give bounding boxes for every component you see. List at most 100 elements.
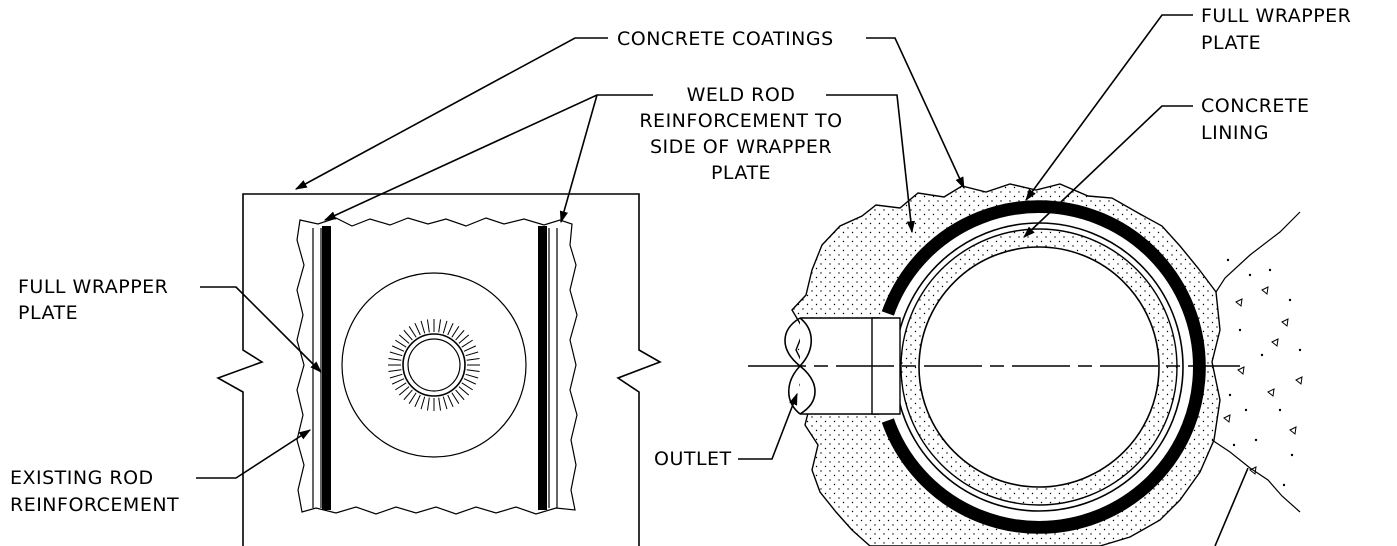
aggregate-dot — [1298, 348, 1302, 352]
label-weld-rod-3: SIDE OF WRAPPER — [650, 136, 832, 158]
patch-outline — [296, 217, 578, 515]
label-concrete-lining-1: CONCRETE — [1201, 95, 1310, 117]
weld-tick — [451, 392, 460, 404]
weld-tick — [463, 345, 477, 352]
aggregate-dot — [1260, 353, 1264, 357]
weld-tick — [391, 378, 405, 385]
aggregate-dot — [1290, 453, 1294, 457]
label-outlet: OUTLET — [654, 448, 732, 470]
leader-weld-rod-mid — [559, 94, 598, 224]
weld-tick — [395, 382, 407, 391]
leader-existing-rod — [196, 429, 312, 479]
label-weld-rod-4: PLATE — [711, 162, 771, 184]
weld-tick — [403, 329, 413, 341]
weld-tick — [455, 329, 465, 341]
weld-tick — [395, 339, 407, 348]
aggregate-dot — [1288, 298, 1292, 302]
weld-tick — [458, 386, 470, 396]
weld-tick — [465, 351, 479, 357]
weld-tick — [398, 386, 410, 396]
weld-tick — [442, 396, 448, 410]
aggregate-symbols — [1223, 258, 1303, 487]
aggregate-dot — [1282, 483, 1286, 487]
aggregate-dot — [1278, 408, 1282, 412]
weld-tick — [466, 369, 480, 373]
weld-tick — [461, 382, 473, 391]
existing-concrete-lower — [1211, 439, 1301, 513]
weld-tick — [408, 326, 417, 338]
label-existing-rod-1: EXISTING ROD — [10, 467, 154, 489]
aggregate-triangle — [1289, 426, 1297, 435]
weld-tick — [455, 389, 465, 401]
weld-tick — [398, 334, 410, 344]
weld-tick — [414, 322, 421, 336]
label-full-wrapper-right-1: FULL WRAPPER — [1201, 5, 1351, 27]
weld-tick — [463, 378, 477, 385]
aggregate-triangle — [1271, 338, 1279, 347]
weld-tick — [442, 320, 448, 334]
weld-tick — [420, 320, 426, 334]
leader-full-wrapper-left — [200, 286, 322, 373]
outlet-pipe-inner — [407, 338, 461, 392]
weld-tick — [438, 319, 442, 333]
weld-tick — [420, 396, 426, 410]
pipe-bore — [918, 246, 1160, 488]
weld-tick — [465, 373, 479, 379]
label-weld-rod-1: WELD ROD — [687, 84, 796, 106]
label-weld-rod-2: REINFORCEMENT TO — [639, 110, 842, 132]
leaders — [196, 14, 1249, 546]
slab-outline — [216, 193, 662, 546]
aggregate-dot — [1254, 438, 1258, 442]
weld-tick — [438, 397, 442, 411]
aggregate-triangle — [1261, 286, 1269, 295]
weld-tick — [414, 394, 421, 408]
outlet-weld-ticks — [388, 319, 480, 411]
aggregate-triangle — [1295, 376, 1303, 385]
weld-tick — [426, 397, 430, 411]
leader-concrete-lining — [1023, 105, 1193, 238]
weld-tick — [388, 369, 402, 373]
aggregate-triangle — [1235, 298, 1243, 307]
aggregate-triangle — [1223, 414, 1231, 423]
aggregate-dot — [1244, 408, 1248, 412]
aggregate-dot — [1228, 393, 1232, 397]
label-full-wrapper-left-2: PLATE — [18, 302, 78, 324]
weld-tick — [461, 339, 473, 348]
leader-weld-rod-left — [323, 94, 653, 221]
weld-rod-left — [322, 226, 331, 510]
weld-tick — [447, 322, 454, 336]
text-labels: CONCRETE COATINGS WELD ROD REINFORCEMENT… — [10, 5, 1351, 516]
outlet-pipe — [800, 317, 880, 415]
aggregate-dot — [1248, 273, 1252, 277]
weld-tick — [426, 319, 430, 333]
wrapper-plate-circle — [341, 272, 527, 458]
aggregate-triangle — [1249, 466, 1257, 475]
aggregate-dot — [1226, 258, 1230, 262]
leader-bottom-right — [1214, 467, 1249, 546]
weld-tick — [458, 334, 470, 344]
weld-tick — [389, 351, 403, 357]
weld-tick — [403, 389, 413, 401]
weld-tick — [451, 326, 460, 338]
aggregate-triangle — [1281, 318, 1289, 327]
plan-view — [216, 193, 662, 546]
weld-tick — [408, 392, 417, 404]
aggregate-dot — [1232, 443, 1236, 447]
leader-outlet — [738, 392, 798, 460]
aggregate-dot — [1238, 328, 1242, 332]
label-concrete-coatings: CONCRETE COATINGS — [617, 28, 834, 50]
label-existing-rod-2: REINFORCEMENT — [10, 494, 179, 516]
label-full-wrapper-left-1: FULL WRAPPER — [18, 276, 168, 298]
aggregate-dot — [1268, 268, 1272, 272]
weld-tick — [391, 345, 405, 352]
weld-tick — [389, 373, 403, 379]
existing-concrete-edge — [1215, 211, 1301, 293]
leader-concrete-coatings-right — [866, 37, 965, 190]
leader-weld-rod-right — [826, 94, 915, 234]
label-concrete-lining-2: LINING — [1201, 122, 1269, 144]
weld-tick — [466, 357, 480, 361]
aggregate-triangle — [1237, 366, 1245, 375]
section-view — [748, 183, 1303, 546]
weld-tick — [388, 357, 402, 361]
